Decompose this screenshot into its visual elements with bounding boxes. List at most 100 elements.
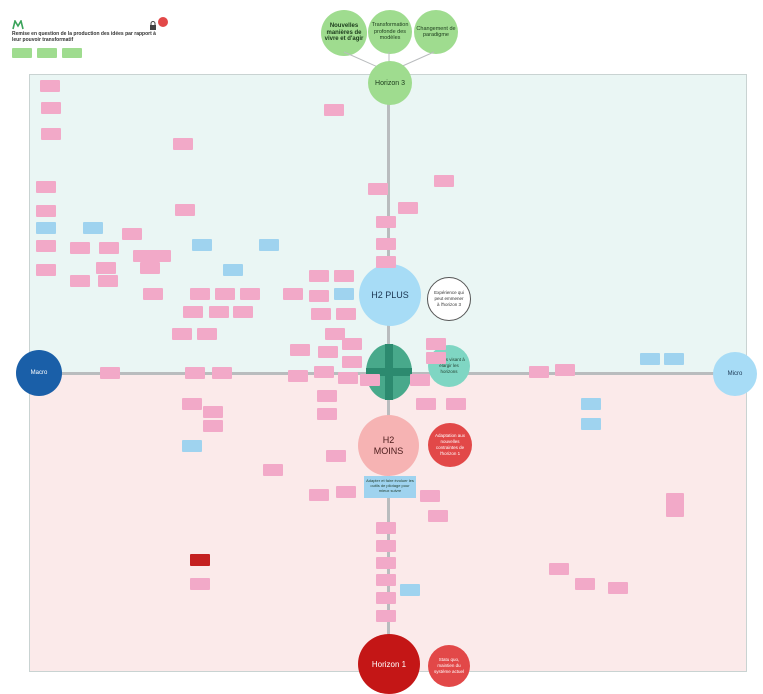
sticky-note[interactable] — [666, 493, 684, 517]
sticky-note[interactable] — [212, 367, 232, 379]
sticky-note[interactable] — [336, 486, 356, 498]
sticky-note[interactable] — [203, 406, 223, 418]
sticky-note[interactable] — [143, 288, 163, 300]
sticky-note[interactable] — [426, 338, 446, 350]
blue-note-mid[interactable]: Adapter et faire évoluer les outils de p… — [364, 476, 416, 498]
sticky-note[interactable] — [336, 308, 356, 320]
node-h2-moins[interactable]: H2 MOINS — [358, 415, 419, 476]
sticky-note[interactable] — [190, 578, 210, 590]
sticky-note[interactable] — [190, 288, 210, 300]
sticky-note[interactable] — [99, 242, 119, 254]
sticky-note[interactable] — [190, 554, 210, 566]
sticky-note[interactable] — [172, 328, 192, 340]
sticky-note[interactable] — [376, 540, 396, 552]
sticky-note[interactable] — [398, 202, 418, 214]
sticky-note[interactable] — [376, 574, 396, 586]
sticky-note[interactable] — [608, 582, 628, 594]
sticky-note[interactable] — [203, 420, 223, 432]
red-note-circle-bottom[interactable]: Statu quo, maintien du système actuel — [428, 645, 470, 687]
sticky-note[interactable] — [314, 366, 334, 378]
sticky-note[interactable] — [182, 440, 202, 452]
sticky-note[interactable] — [192, 239, 212, 251]
sticky-note[interactable] — [215, 288, 235, 300]
sticky-note[interactable] — [318, 346, 338, 358]
sticky-note[interactable] — [342, 338, 362, 350]
sticky-note[interactable] — [640, 353, 660, 365]
sticky-note[interactable] — [183, 306, 203, 318]
sticky-note[interactable] — [581, 398, 601, 410]
user-avatar[interactable] — [158, 17, 168, 27]
sticky-note[interactable] — [368, 183, 388, 195]
sticky-note[interactable] — [529, 366, 549, 378]
sticky-note[interactable] — [283, 288, 303, 300]
sticky-note[interactable] — [581, 418, 601, 430]
sticky-note[interactable] — [197, 328, 217, 340]
sticky-note[interactable] — [376, 592, 396, 604]
tool-button-3[interactable] — [62, 48, 82, 58]
sticky-note[interactable] — [317, 390, 337, 402]
node-macro[interactable]: Macro — [16, 350, 62, 396]
sticky-note[interactable] — [555, 364, 575, 376]
node-horizon-3[interactable]: Horizon 3 — [368, 61, 412, 105]
sticky-note[interactable] — [317, 408, 337, 420]
sticky-note[interactable] — [334, 270, 354, 282]
sticky-note[interactable] — [416, 398, 436, 410]
sticky-note[interactable] — [428, 510, 448, 522]
sticky-note[interactable] — [259, 239, 279, 251]
sticky-note[interactable] — [446, 398, 466, 410]
sticky-note[interactable] — [36, 205, 56, 217]
sticky-note[interactable] — [325, 328, 345, 340]
sticky-note[interactable] — [36, 264, 56, 276]
sticky-note[interactable] — [420, 490, 440, 502]
sticky-note[interactable] — [324, 104, 344, 116]
sticky-note[interactable] — [122, 228, 142, 240]
sticky-note[interactable] — [209, 306, 229, 318]
sticky-note[interactable] — [309, 489, 329, 501]
red-note-circle-mid[interactable]: Adaptation aux nouvelles contraintes de … — [428, 423, 472, 467]
sticky-note[interactable] — [338, 372, 358, 384]
sticky-note[interactable] — [376, 256, 396, 268]
sticky-note[interactable] — [400, 584, 420, 596]
sticky-note[interactable] — [41, 128, 61, 140]
sticky-note[interactable] — [575, 578, 595, 590]
sticky-note[interactable] — [311, 308, 331, 320]
sticky-note[interactable] — [664, 353, 684, 365]
tool-button-2[interactable] — [37, 48, 57, 58]
sticky-note[interactable] — [83, 222, 103, 234]
tool-button-1[interactable] — [12, 48, 32, 58]
sticky-note[interactable] — [376, 557, 396, 569]
sticky-note[interactable] — [173, 138, 193, 150]
node-horizon-1[interactable]: Horizon 1 — [358, 634, 420, 694]
sticky-note[interactable] — [36, 222, 56, 234]
sticky-note[interactable] — [70, 275, 90, 287]
sticky-note[interactable] — [40, 80, 60, 92]
sticky-note[interactable] — [223, 264, 243, 276]
sticky-note[interactable] — [133, 250, 153, 262]
sticky-note[interactable] — [376, 522, 396, 534]
sticky-note[interactable] — [185, 367, 205, 379]
sticky-note[interactable] — [290, 344, 310, 356]
sticky-note[interactable] — [96, 262, 116, 274]
sticky-note[interactable] — [36, 181, 56, 193]
sticky-note[interactable] — [151, 250, 171, 262]
sticky-note[interactable] — [100, 367, 120, 379]
sticky-note[interactable] — [326, 450, 346, 462]
sticky-note[interactable] — [41, 102, 61, 114]
lock-icon[interactable] — [149, 17, 157, 30]
sticky-note[interactable] — [175, 204, 195, 216]
sticky-note[interactable] — [376, 216, 396, 228]
node-micro[interactable]: Micro — [713, 352, 757, 396]
sticky-note[interactable] — [434, 175, 454, 187]
sticky-note[interactable] — [36, 240, 56, 252]
sticky-note[interactable] — [263, 464, 283, 476]
sticky-note[interactable] — [376, 610, 396, 622]
sticky-note[interactable] — [549, 563, 569, 575]
outline-note-circle[interactable]: Expérience qui peut emmener à l'horizon … — [427, 277, 471, 321]
sticky-note[interactable] — [334, 288, 354, 300]
sticky-note[interactable] — [410, 374, 430, 386]
sticky-note[interactable] — [140, 262, 160, 274]
sticky-note[interactable] — [309, 290, 329, 302]
sticky-note[interactable] — [426, 352, 446, 364]
sticky-note[interactable] — [98, 275, 118, 287]
sticky-note[interactable] — [70, 242, 90, 254]
